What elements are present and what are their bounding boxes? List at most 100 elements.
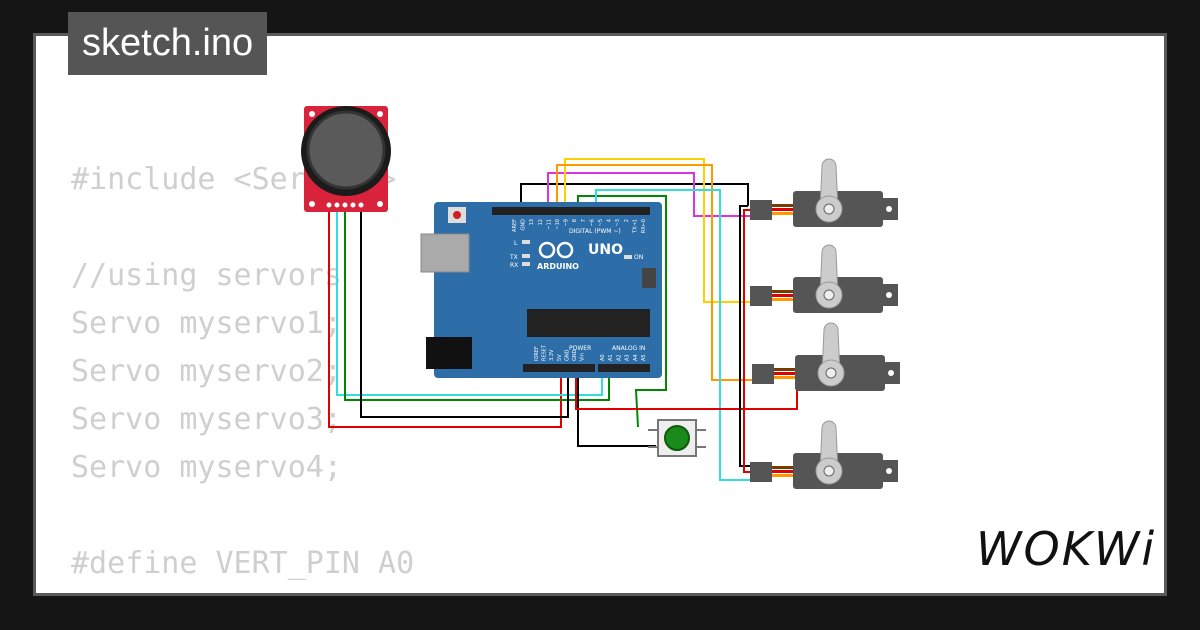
servo-screw <box>886 468 892 474</box>
reset-button-cap <box>453 211 461 219</box>
led-label-tx: TX <box>509 254 518 261</box>
joystick-mount-hole <box>309 201 315 207</box>
pin-label: Vin <box>580 353 586 361</box>
joystick-pin <box>358 202 364 208</box>
wire-servo2-signal[interactable] <box>564 158 758 303</box>
pin-label: 3.3V <box>549 349 555 361</box>
pin-label: ~3 <box>615 219 621 226</box>
servo-2[interactable] <box>750 244 898 313</box>
servo-cable-red <box>772 470 794 473</box>
digital-label: DIGITAL (PWM ~) <box>569 228 621 235</box>
servo-screw <box>823 289 835 301</box>
led-on <box>624 255 632 259</box>
joystick-module[interactable] <box>301 106 391 212</box>
joystick-mount-hole <box>377 111 383 117</box>
servo-cable-red <box>774 372 796 375</box>
led-rx <box>522 262 530 266</box>
wire-joystick-horz[interactable] <box>344 205 610 401</box>
pin-label: A0 <box>600 354 606 361</box>
board-model: UNO <box>588 242 623 258</box>
wire-gnd-rail[interactable] <box>520 183 749 210</box>
push-button[interactable] <box>648 419 706 457</box>
pin-label: GND <box>572 349 578 361</box>
button-cap[interactable] <box>664 425 690 451</box>
arduino-logo <box>538 241 574 259</box>
servo-4[interactable] <box>750 420 898 489</box>
wires <box>328 158 798 481</box>
servo-cable-orange <box>772 212 794 215</box>
servo-screw <box>823 465 835 477</box>
joystick-pin <box>326 202 332 208</box>
pin-label: A4 <box>633 354 639 361</box>
servo-cable-brown <box>772 290 794 293</box>
wire-button-gnd[interactable] <box>577 370 656 447</box>
code-line: Servo myservo4; <box>71 450 342 485</box>
code-line: //using servors <box>71 258 342 293</box>
pin-label: A1 <box>608 354 614 361</box>
pin-label: GND <box>521 219 527 231</box>
wokwi-logo: WOKWi <box>976 522 1157 576</box>
joystick-pin <box>342 202 348 208</box>
servo-cable-brown <box>772 204 794 207</box>
pin-label: 2 <box>624 219 630 222</box>
code-line: Servo myservo2; <box>71 354 342 389</box>
servo-cable-brown <box>772 466 794 469</box>
logo-loop-right <box>556 241 574 259</box>
sketch-title-tab[interactable]: sketch.ino <box>68 12 268 75</box>
wire-servo4-signal[interactable] <box>595 189 758 481</box>
servo-screw <box>825 367 837 379</box>
servo-cable-brown <box>774 368 796 371</box>
pin-label: ~10 <box>555 219 561 230</box>
arduino-uno-board[interactable]: L TX RX ON DIGITAL (PWM ~) UNO ARDUINO P… <box>420 202 662 378</box>
top-header[interactable] <box>492 207 650 215</box>
pin-label: RX←0 <box>641 219 647 233</box>
wire-joystick-vert[interactable] <box>336 205 603 396</box>
analog-header[interactable] <box>598 364 650 372</box>
usb-port[interactable] <box>420 233 470 273</box>
led-label-on: ON <box>634 254 643 261</box>
servo-cable-orange <box>772 474 794 477</box>
wire-button-signal[interactable] <box>577 195 667 428</box>
servo-screw <box>886 206 892 212</box>
servo-screw <box>888 370 894 376</box>
board-brand: ARDUINO <box>537 262 579 271</box>
code-line: Servo myservo1; <box>71 306 342 341</box>
wire-servo-gnd-bus[interactable] <box>739 205 758 467</box>
wire-servo1-signal[interactable] <box>547 172 758 217</box>
joystick-knob[interactable] <box>306 110 386 190</box>
pin-label: 4 <box>607 219 613 222</box>
servo-connector <box>750 200 772 220</box>
pin-label: GND <box>564 349 570 361</box>
wire-servo-vcc-bus[interactable] <box>743 209 758 473</box>
pin-label: ~11 <box>546 219 552 230</box>
pin-label: 7 <box>581 219 587 222</box>
pin-label: A3 <box>625 354 631 361</box>
wire-servo3-signal[interactable] <box>556 164 758 381</box>
led-label-rx: RX <box>510 262 518 269</box>
joystick-mount-hole <box>377 201 383 207</box>
pin-label: TX→1 <box>632 219 638 234</box>
pin-label: ~6 <box>589 219 595 226</box>
pin-label: 5V <box>557 354 563 361</box>
led-label-l: L <box>514 240 518 247</box>
pin-label: AREF <box>512 219 518 232</box>
pin-label: ~9 <box>564 219 570 226</box>
pin-label: A5 <box>641 354 647 361</box>
power-jack[interactable] <box>426 337 472 369</box>
servo-3[interactable] <box>752 322 900 391</box>
analog-label: ANALOG IN <box>612 345 645 352</box>
wire-joystick-gnd[interactable] <box>360 205 569 418</box>
wire-servo-vcc[interactable] <box>575 370 798 410</box>
servo-cable-red <box>772 294 794 297</box>
wire-joystick-vcc[interactable] <box>328 205 562 428</box>
led-tx <box>522 254 530 258</box>
pin-label: IOREF <box>534 346 540 361</box>
servo-1[interactable] <box>750 158 898 227</box>
power-header[interactable] <box>523 364 595 372</box>
